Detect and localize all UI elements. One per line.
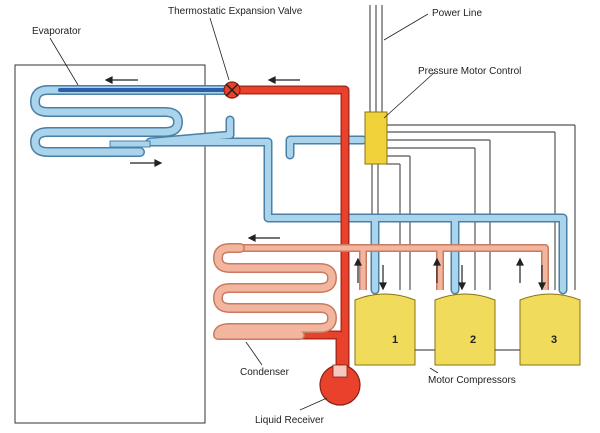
evaporator-cabinet	[14, 64, 206, 424]
pressure-motor-control	[364, 111, 388, 165]
power-line-wires	[369, 5, 576, 290]
compressor-3	[519, 293, 581, 366]
label-power-line: Power Line	[432, 8, 482, 19]
discharge-lines	[240, 244, 549, 290]
liquid-receiver	[319, 364, 361, 406]
label-evaporator: Evaporator	[32, 26, 82, 37]
evaporator-coil	[30, 85, 230, 157]
condenser-coil	[213, 243, 337, 340]
label-pressure-control: Pressure Motor Control	[418, 66, 521, 77]
suction-line	[145, 115, 568, 295]
expansion-valve-icon	[223, 81, 241, 99]
compressor-1	[354, 293, 416, 366]
compressor-3-number: 3	[551, 334, 557, 346]
label-liquid-receiver: Liquid Receiver	[255, 415, 325, 426]
label-expansion-valve: Thermostatic Expansion Valve	[168, 6, 303, 17]
label-condenser: Condenser	[240, 367, 290, 378]
leader-lines	[49, 13, 439, 411]
compressor-2-number: 2	[470, 334, 476, 346]
compressor-2	[434, 293, 496, 366]
compressor-1-number: 1	[392, 334, 398, 346]
flow-arrows	[104, 76, 546, 291]
liquid-line	[235, 85, 350, 380]
label-motor-compressors: Motor Compressors	[428, 375, 516, 386]
